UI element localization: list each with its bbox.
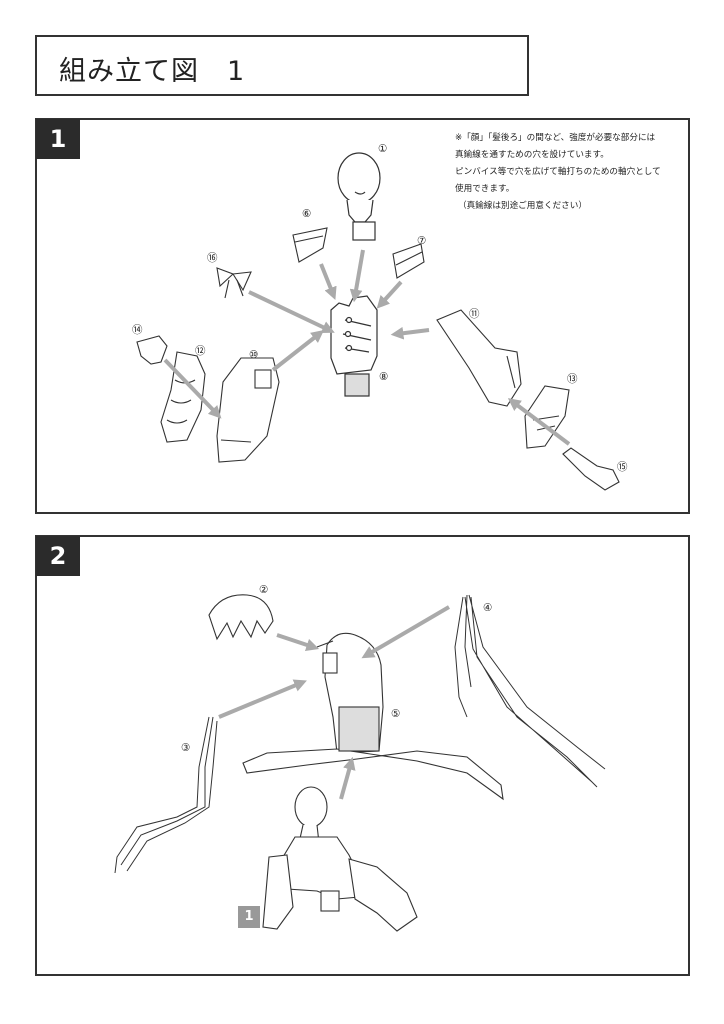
part-head [337, 152, 381, 241]
label-part-12: ⑫ [195, 345, 206, 357]
part-arm-right [436, 309, 522, 407]
step-1-arrows [163, 249, 571, 446]
label-part-7: ⑦ [417, 235, 426, 247]
part-torso [330, 295, 378, 397]
label-part-4: ④ [483, 602, 492, 614]
label-part-11: ⑪ [469, 308, 480, 320]
step-2-arrows [218, 605, 451, 800]
note-line-5: （真鍮線は別途ご用意ください） [458, 201, 587, 211]
step-2-badge: 2 [36, 536, 80, 576]
page-title: 組み立て図 1 [59, 56, 246, 87]
label-part-8: ⑧ [379, 371, 388, 383]
part-collar-right [392, 243, 425, 279]
part-arm-left [216, 357, 280, 463]
part-hand-left [136, 335, 168, 365]
part-hair-left [114, 716, 218, 874]
label-part-5: ⑤ [391, 708, 400, 720]
note-line-3: ピンバイス等で穴を広げて軸打ちのための軸穴として [455, 167, 661, 177]
label-part-13: ⑬ [567, 373, 578, 385]
step-1-badge: 1 [36, 119, 80, 159]
part-bangs [208, 594, 274, 641]
part-collar-left [292, 227, 328, 263]
label-part-16: ⑯ [207, 252, 218, 264]
step-1-reference-badge: 1 [238, 906, 260, 928]
note-line-1: ※「顔」「髪後ろ」の間など、強度が必要な部分には [455, 133, 656, 143]
label-part-10: ⑩ [249, 349, 258, 361]
part-hair-right [454, 594, 606, 788]
step-1-panel: 1 ※「顔」「髪後ろ」の間など、強度が必要な部分には 真鍮線を通すための穴を設け… [35, 118, 690, 514]
part-bow [216, 267, 252, 299]
part-back-hair [242, 632, 504, 801]
label-part-2: ② [259, 584, 268, 596]
title-box: 組み立て図 1 [35, 35, 529, 96]
label-part-3: ③ [181, 742, 190, 754]
note-line-2: 真鍮線を通すための穴を設けています。 [455, 150, 609, 160]
step-2-panel: 2 [35, 535, 690, 976]
label-part-1: ① [378, 143, 387, 155]
assembly-note: ※「顔」「髪後ろ」の間など、強度が必要な部分には 真鍮線を通すための穴を設けてい… [455, 130, 687, 215]
assembled-figure [262, 786, 418, 932]
label-part-14: ⑭ [132, 324, 143, 336]
note-line-4: 使用できます。 [455, 184, 515, 194]
part-hand-right [562, 447, 620, 491]
label-part-15: ⑮ [617, 461, 628, 473]
label-part-6: ⑥ [302, 208, 311, 220]
step-2-diagram: ② ④ ⑤ ③ [114, 584, 606, 932]
step-1-diagram: ① ⑥ ⑦ ⑯ ⑪ ⑭ ⑫ ⑩ ⑧ ⑬ ⑮ [132, 143, 628, 491]
